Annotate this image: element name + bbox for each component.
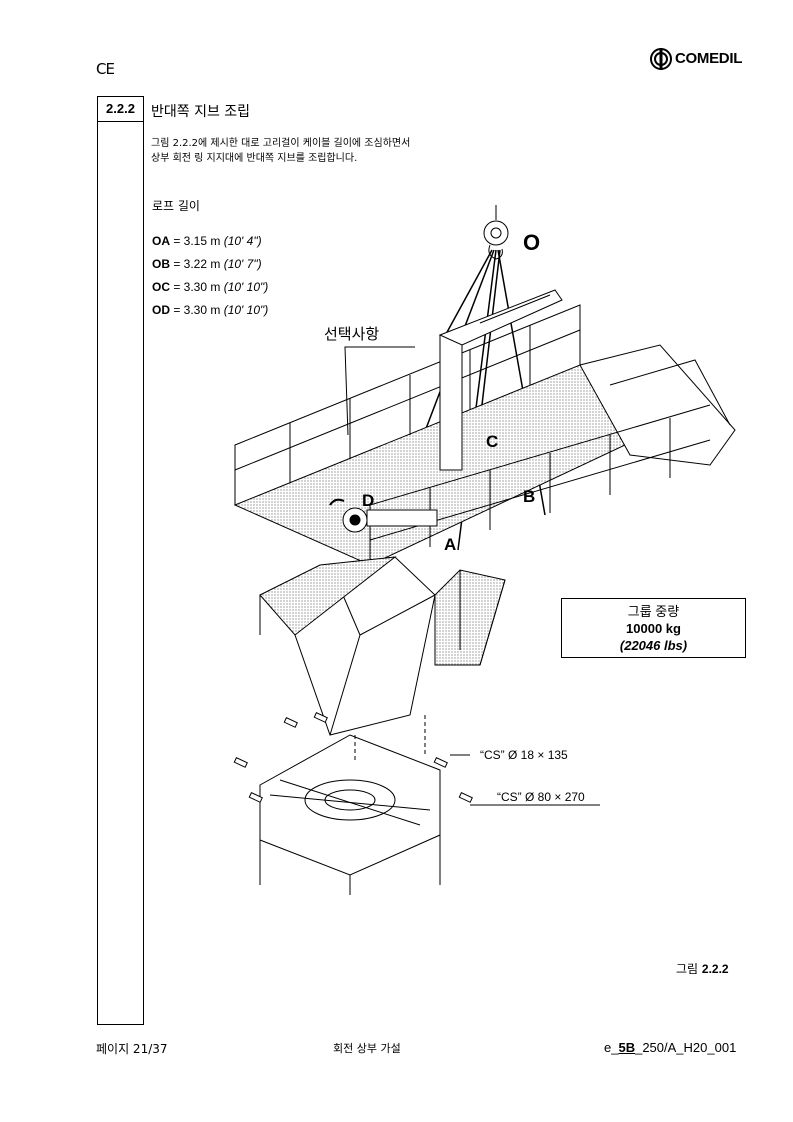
rope-length-heading: 로프 길이: [152, 199, 200, 213]
section-number: 2.2.2: [97, 96, 144, 122]
intro-line-1: 그림 2.2.2에 제시한 대로 고리걸이 케이블 길이에 조심하면서: [151, 138, 411, 149]
rope-label: OD: [152, 303, 170, 317]
point-d-label: D: [362, 491, 374, 510]
crane-hook: [483, 205, 509, 260]
page-number: 페이지 21/37: [96, 1042, 168, 1056]
a-frame-mast: [438, 289, 563, 471]
doc-bold: 5B: [618, 1040, 636, 1055]
pin-small-label: “CS” Ø 18 × 135: [480, 748, 568, 762]
group-weight-box: 그룹 중량 10000 kg (22046 lbs): [561, 598, 746, 658]
point-a-label: A: [444, 535, 456, 554]
rope-length-oa: OA = 3.15 m (10' 4"): [152, 234, 262, 248]
rope-length-ob: OB = 3.22 m (10' 7"): [152, 257, 262, 271]
section-intro: 그림 2.2.2에 제시한 대로 고리걸이 케이블 길이에 조심하면서 상부 회…: [151, 136, 410, 166]
section-sidebar: [97, 96, 144, 1025]
rope-metric: = 3.22 m: [170, 257, 224, 271]
rope-label: OB: [152, 257, 170, 271]
caption-number: 2.2.2: [701, 962, 729, 976]
rope-length-od: OD = 3.30 m (10' 10"): [152, 303, 268, 317]
rope-label: OC: [152, 280, 170, 294]
rope-imperial: (10' 10"): [223, 303, 269, 317]
brand-name: COMEDIL: [675, 50, 743, 67]
section-title: 반대쪽 지브 조립: [151, 104, 251, 120]
rope-length-oc: OC = 3.30 m (10' 10"): [152, 280, 268, 294]
rope-imperial: (10' 7"): [223, 257, 262, 271]
comedil-logo-icon: [650, 48, 672, 70]
document-code: e_5B_250/A_H20_001: [604, 1040, 736, 1055]
rope-imperial: (10' 10"): [223, 280, 269, 294]
rope-imperial: (10' 4"): [223, 234, 262, 248]
pin-large-label: “CS” Ø 80 × 270: [497, 790, 585, 804]
rope-label: OA: [152, 234, 170, 248]
slewing-ring: [259, 734, 441, 895]
comedil-logo: COMEDIL: [650, 48, 750, 72]
caption-prefix: 그림: [676, 962, 702, 976]
rope-metric: = 3.30 m: [170, 280, 224, 294]
doc-prefix: e_: [604, 1040, 619, 1055]
weight-label: 그룹 중량: [627, 604, 680, 619]
figure-caption: 그림 2.2.2: [676, 960, 729, 977]
footer-title: 회전 상부 가설: [333, 1042, 401, 1055]
rope-metric: = 3.30 m: [170, 303, 224, 317]
point-c-label: C: [486, 432, 498, 451]
point-b-label: B: [523, 487, 535, 506]
optional-label: 선택사항: [324, 325, 379, 343]
weight-lbs: (22046 lbs): [619, 638, 688, 653]
assembly-drawing: O C B D A 선택사항 “CS” Ø 18 × 135 “CS” Ø 80…: [233, 205, 736, 895]
point-o-label: O: [523, 230, 540, 255]
doc-suffix: _250/A_H20_001: [635, 1040, 737, 1055]
ce-mark: CE: [96, 60, 115, 78]
optional-leader: [344, 346, 415, 436]
lower-deck: [259, 556, 397, 636]
counterweight-tray: [579, 344, 736, 466]
pins: [233, 711, 473, 803]
weight-kg: 10000 kg: [626, 621, 681, 636]
winch: [342, 507, 438, 533]
access-platform: [434, 569, 506, 666]
rope-metric: = 3.15 m: [170, 234, 224, 248]
intro-line-2: 상부 회전 링 지지대에 반대쪽 지브를 조립합니다.: [151, 153, 358, 164]
